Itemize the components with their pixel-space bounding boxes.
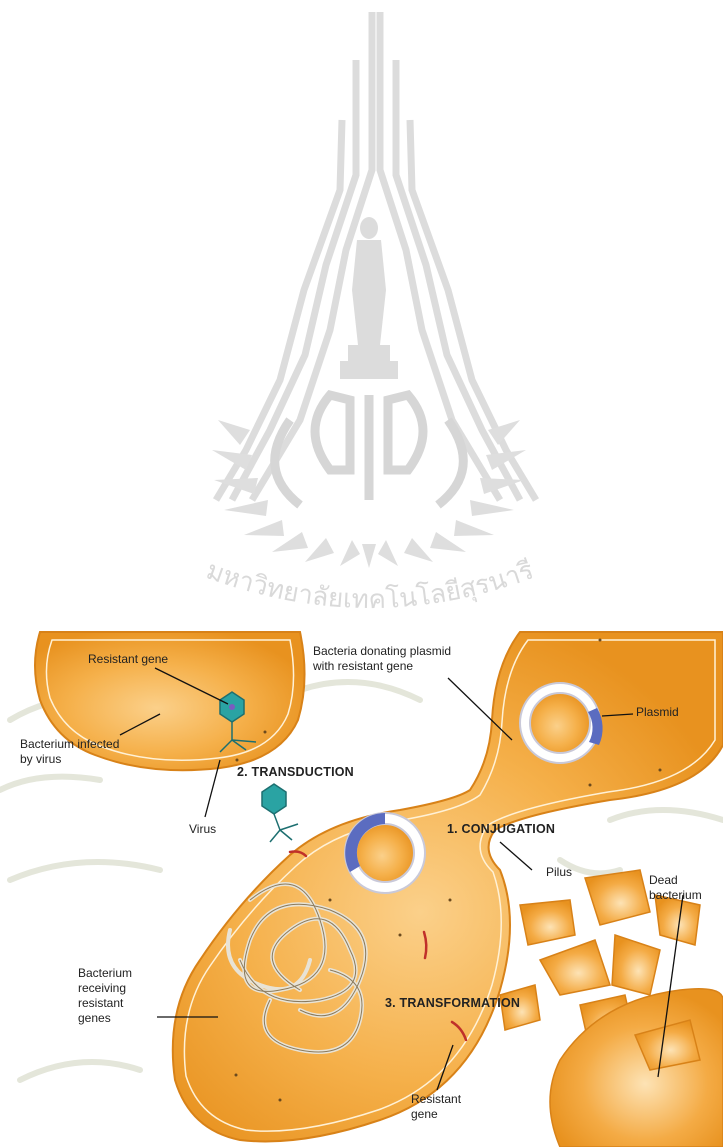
watermark-text: มหาวิทยาลัยเทคโนโลยีสุรนารี [140,548,600,628]
label-plasmid: Plasmid [636,705,679,720]
label-dead-bacterium: Dead bacterium [649,873,702,903]
label-virus: Virus [189,822,216,837]
virus-free-icon [262,784,298,842]
label-conjugation: 1. CONJUGATION [447,822,555,837]
svg-text:มหาวิทยาลัยเทคโนโลยีสุรนารี: มหาวิทยาลัยเทคโนโลยีสุรนารี [202,555,537,615]
plasmid-receiver-icon [345,813,425,893]
label-resistant-gene-top: Resistant gene [88,652,168,667]
label-infected-bacterium: Bacterium infected by virus [20,737,119,767]
label-receiving-bacterium: Bacterium receiving resistant genes [78,966,132,1026]
label-transduction: 2. TRANSDUCTION [237,765,354,780]
watermark-seal [212,12,536,568]
label-transformation: 3. TRANSFORMATION [385,996,520,1011]
label-donor-bacteria: Bacteria donating plasmid with resistant… [313,644,451,674]
dead-bacterium [500,870,723,1147]
label-pilus: Pilus [546,865,572,880]
label-resistant-gene-bottom: Resistant gene [411,1092,461,1122]
